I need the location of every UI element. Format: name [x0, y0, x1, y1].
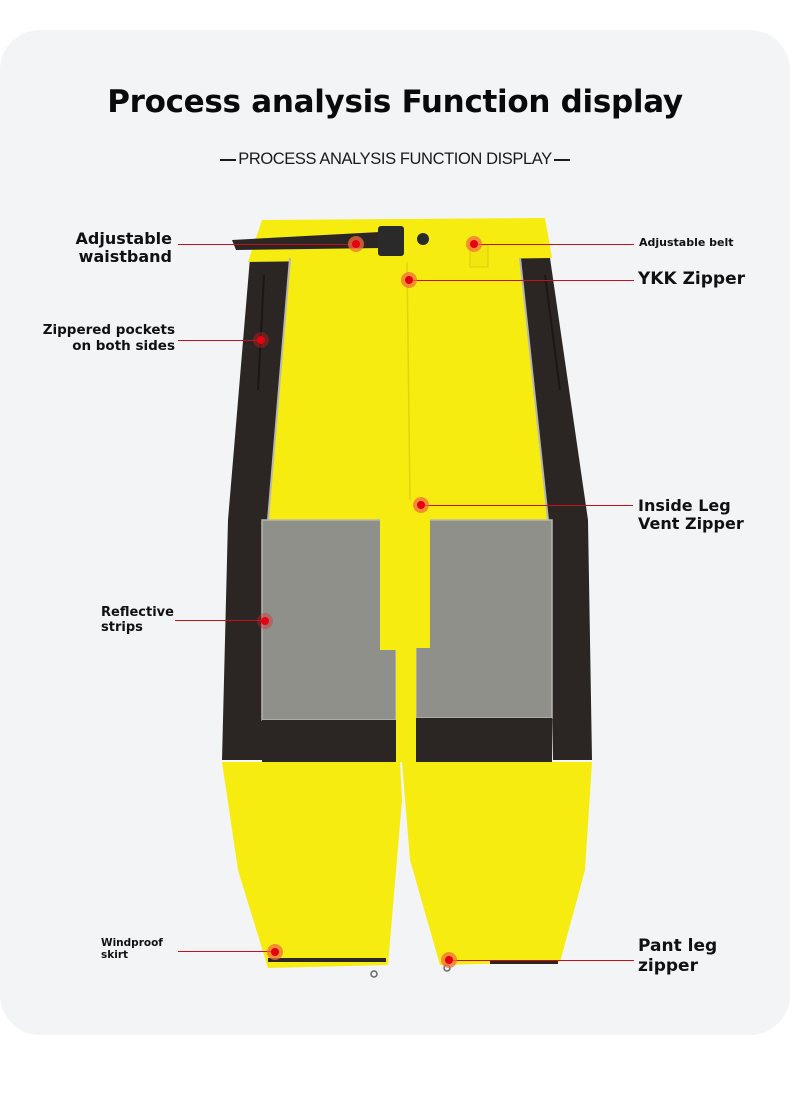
- label-windproof-skirt: Windproof skirt: [101, 937, 163, 961]
- label-line: zipper: [638, 955, 698, 976]
- right-lower-leg: [402, 762, 592, 965]
- leader-ykk-zipper: [409, 280, 634, 282]
- label-line: Adjustable: [75, 229, 172, 248]
- leader-reflective-strips: [175, 620, 265, 622]
- label-line: Inside Leg: [638, 496, 731, 515]
- marker-adjustable-belt: [466, 236, 482, 252]
- subtitle-text: PROCESS ANALYSIS FUNCTION DISPLAY: [238, 150, 552, 168]
- marker-adjustable-waistband: [348, 236, 364, 252]
- label-line: Pant leg: [638, 936, 718, 956]
- label-adjustable-belt: Adjustable belt: [639, 236, 734, 250]
- dash-right: [553, 158, 570, 161]
- dash-left: [220, 158, 237, 161]
- label-reflective-strips: Reflective strips: [101, 605, 174, 636]
- label-line: on both sides: [72, 337, 175, 354]
- label-line: YKK Zipper: [638, 269, 745, 289]
- right-side-panel: [520, 258, 592, 760]
- leader-windproof-skirt: [178, 951, 275, 953]
- label-line: Zippered pockets: [42, 322, 175, 338]
- page-subtitle: PROCESS ANALYSIS FUNCTION DISPLAY: [0, 150, 790, 169]
- left-side-panel: [222, 258, 290, 760]
- marker-zippered-pockets: [253, 332, 269, 348]
- waist-button: [417, 233, 429, 245]
- left-reflective-panel: [261, 519, 397, 721]
- marker-reflective-strips: [257, 613, 273, 629]
- label-line: strips: [101, 619, 143, 635]
- label-line: skirt: [101, 949, 129, 962]
- belt-buckle: [378, 226, 404, 256]
- leader-pant-leg-zipper: [449, 960, 634, 962]
- label-line: Reflective: [101, 605, 174, 620]
- marker-pant-leg-zipper: [441, 952, 457, 968]
- label-zippered-pockets: Zippered pockets on both sides: [20, 322, 175, 354]
- label-line: Adjustable belt: [639, 236, 734, 249]
- marker-ykk-zipper: [401, 272, 417, 288]
- label-pant-leg-zipper: Pant leg zipper: [638, 936, 718, 976]
- right-reflective-panel: [415, 519, 553, 719]
- leader-zippered-pockets: [178, 340, 261, 342]
- upper-body: [262, 258, 548, 520]
- left-lower-leg: [222, 762, 402, 968]
- page-title: Process analysis Function display: [107, 84, 683, 120]
- label-line: waistband: [78, 247, 172, 267]
- label-line: Windproof: [101, 937, 163, 949]
- leader-inside-leg-vent: [421, 505, 633, 507]
- marker-windproof-skirt: [267, 944, 283, 960]
- leader-adjustable-belt: [474, 244, 634, 246]
- label-adjustable-waistband: Adjustable waistband: [60, 229, 172, 267]
- label-line: Vent Zipper: [638, 514, 744, 534]
- marker-inside-leg-vent: [413, 497, 429, 513]
- label-ykk-zipper: YKK Zipper: [638, 269, 745, 290]
- belt-strap: [232, 232, 384, 250]
- leader-adjustable-waistband: [178, 244, 356, 246]
- label-inside-leg-vent-zipper: Inside Leg Vent Zipper: [638, 496, 744, 534]
